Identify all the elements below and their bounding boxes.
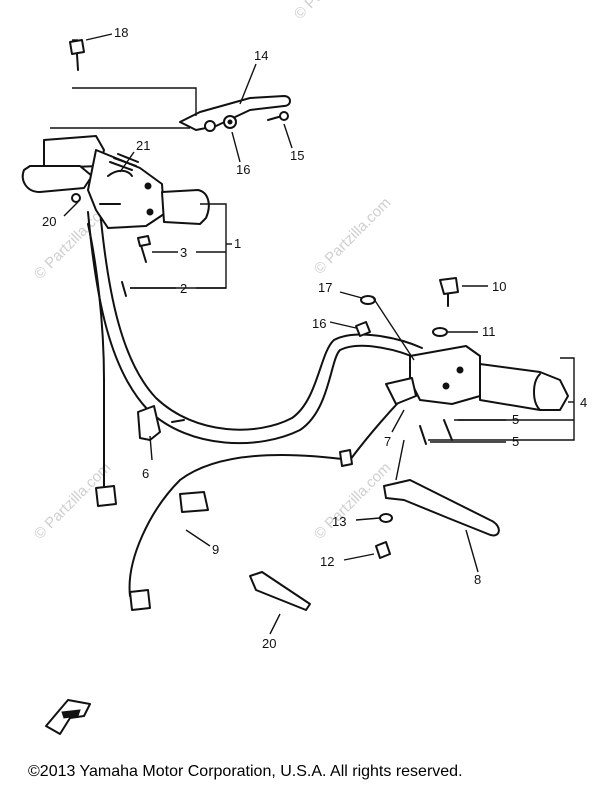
part-label-18: 17	[318, 280, 332, 295]
watermark: © Partzilla.com	[291, 0, 374, 23]
part-label-15: 15	[290, 148, 304, 163]
part-label-7: 7	[384, 434, 391, 449]
part-label-14: 14	[254, 48, 268, 63]
cable-tie-strap	[249, 571, 311, 611]
part-label-5b: 5	[512, 434, 519, 449]
small-parts-right	[355, 277, 459, 559]
cable	[128, 379, 421, 611]
front-direction-arrow-icon	[45, 699, 91, 735]
part-label-3: 3	[180, 245, 187, 260]
right-brake-lever	[383, 479, 500, 537]
part-label-5a: 5	[512, 412, 519, 427]
part-label-17: 16	[312, 316, 326, 331]
right-switch-assembly	[385, 345, 569, 411]
left-master-cylinder-assembly	[21, 135, 210, 229]
watermarks: © Partzilla.com © Partzilla.com © Partzi…	[31, 0, 394, 543]
cable-clamp	[137, 405, 185, 441]
part-labels: 18 14 21 16 15 20 1 3 2 17 10 16 11 4 5 …	[42, 25, 587, 651]
part-label-4: 4	[580, 395, 587, 410]
watermark: © Partzilla.com	[311, 194, 394, 277]
part-label-16: 16	[236, 162, 250, 177]
part-label-22: 21	[136, 138, 150, 153]
part-label-8: 8	[474, 572, 481, 587]
part-label-19: 18	[114, 25, 128, 40]
part-label-11: 11	[482, 324, 496, 339]
part-label-13: 13	[332, 514, 346, 529]
left-switch-lead	[87, 223, 117, 507]
watermark: © Partzilla.com	[311, 459, 394, 542]
part-label-1: 1	[234, 236, 241, 251]
left-clutch-lever	[179, 95, 291, 132]
part-label-6: 6	[142, 466, 149, 481]
part-label-12: 12	[320, 554, 334, 569]
small-parts-left	[69, 39, 289, 297]
copyright-notice: ©2013 Yamaha Motor Corporation, U.S.A. A…	[28, 763, 463, 780]
part-label-20: 20	[262, 636, 276, 651]
handlebar	[87, 209, 423, 445]
part-label-21: 20	[42, 214, 56, 229]
leader-lines	[63, 33, 575, 635]
reference-lines-left	[50, 39, 197, 129]
part-label-10: 10	[492, 279, 506, 294]
part-label-9: 9	[212, 542, 219, 557]
part-label-2: 2	[180, 281, 187, 296]
